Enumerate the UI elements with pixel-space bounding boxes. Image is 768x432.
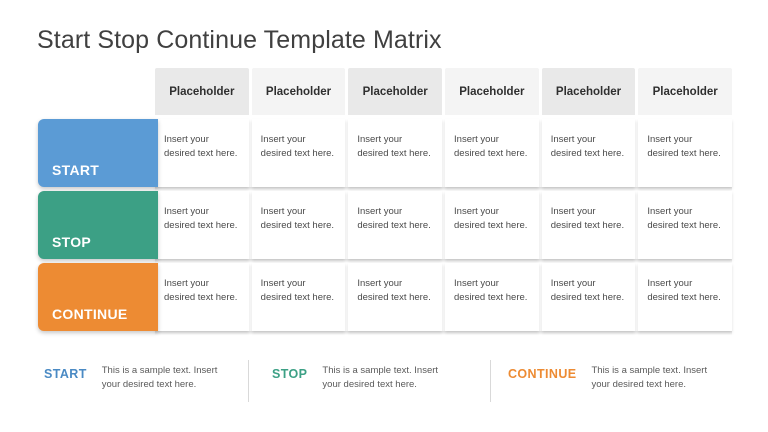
matrix-cell[interactable]: Insert your desired text here. [251, 191, 346, 259]
legend-key-continue: CONTINUE [508, 367, 577, 381]
legend-bar: START This is a sample text. Insert your… [0, 358, 768, 404]
row-divider-shadow [155, 259, 732, 263]
legend-item-stop: STOP This is a sample text. Insert your … [272, 364, 450, 393]
matrix-row: Insert your desired text here. Insert yo… [155, 191, 733, 259]
matrix-cell[interactable]: Insert your desired text here. [541, 119, 636, 187]
row-label-start[interactable]: START [38, 119, 158, 187]
matrix-cell[interactable]: Insert your desired text here. [445, 263, 539, 331]
legend-divider [490, 360, 491, 402]
matrix-cell[interactable]: Insert your desired text here. [251, 263, 346, 331]
matrix-cell-text: Insert your desired text here. [647, 134, 721, 159]
legend-item-continue: CONTINUE This is a sample text. Insert y… [508, 364, 719, 393]
matrix-cell[interactable]: Insert your desired text here. [541, 263, 636, 331]
column-header-2[interactable]: Placeholder [251, 68, 346, 115]
matrix-cell-text: Insert your desired text here. [357, 134, 431, 159]
row-label-continue[interactable]: CONTINUE [38, 263, 158, 331]
legend-text-start: This is a sample text. Insert your desir… [101, 365, 218, 391]
matrix-cell[interactable]: Insert your desired text here. [445, 191, 539, 259]
legend-text-stop: This is a sample text. Insert your desir… [322, 365, 439, 391]
matrix-cell-text: Insert your desired text here. [454, 134, 528, 159]
matrix-cell[interactable]: Insert your desired text here. [348, 263, 443, 331]
matrix-cell-text: Insert your desired text here. [164, 206, 238, 231]
matrix-cell-text: Insert your desired text here. [357, 278, 431, 303]
column-header-3[interactable]: Placeholder [348, 68, 443, 115]
matrix-row: Insert your desired text here. Insert yo… [155, 119, 733, 187]
matrix-header-row: Placeholder Placeholder Placeholder Plac… [155, 68, 733, 115]
matrix-cell[interactable]: Insert your desired text here. [638, 263, 733, 331]
matrix-cell[interactable]: Insert your desired text here. [348, 191, 443, 259]
row-label-text: START [52, 162, 100, 178]
matrix-cell-text: Insert your desired text here. [164, 278, 238, 303]
row-label-text: STOP [52, 234, 92, 250]
matrix-cell-text: Insert your desired text here. [454, 206, 528, 231]
row-label-stop[interactable]: STOP [38, 191, 158, 259]
matrix-cell-text: Insert your desired text here. [260, 206, 335, 231]
matrix-cell-text: Insert your desired text here. [647, 278, 721, 303]
legend-item-start: START This is a sample text. Insert your… [44, 364, 230, 393]
matrix-cell-text: Insert your desired text here. [260, 134, 335, 159]
column-header-6[interactable]: Placeholder [638, 68, 733, 115]
matrix-cell[interactable]: Insert your desired text here. [445, 119, 539, 187]
matrix-cell-text: Insert your desired text here. [647, 206, 721, 231]
matrix-row: Insert your desired text here. Insert yo… [155, 263, 733, 331]
page-title: Start Stop Continue Template Matrix [37, 26, 442, 54]
matrix-cell[interactable]: Insert your desired text here. [541, 191, 636, 259]
matrix-cell[interactable]: Insert your desired text here. [638, 119, 733, 187]
row-divider-shadow [155, 187, 732, 191]
matrix-cell-text: Insert your desired text here. [164, 134, 238, 159]
matrix-cell-text: Insert your desired text here. [550, 206, 625, 231]
matrix-cell-text: Insert your desired text here. [454, 278, 528, 303]
matrix-cell-text: Insert your desired text here. [357, 206, 431, 231]
column-header-4[interactable]: Placeholder [445, 68, 539, 115]
matrix-cell[interactable]: Insert your desired text here. [348, 119, 443, 187]
legend-key-start: START [44, 367, 87, 381]
matrix-cell[interactable]: Insert your desired text here. [155, 119, 249, 187]
legend-key-stop: STOP [272, 367, 308, 381]
matrix-cell-text: Insert your desired text here. [260, 278, 335, 303]
matrix-cell[interactable]: Insert your desired text here. [155, 191, 249, 259]
legend-text-continue: This is a sample text. Insert your desir… [591, 365, 708, 391]
matrix-cell[interactable]: Insert your desired text here. [638, 191, 733, 259]
matrix-grid: Placeholder Placeholder Placeholder Plac… [155, 68, 733, 336]
matrix-cell[interactable]: Insert your desired text here. [251, 119, 346, 187]
matrix-cell-text: Insert your desired text here. [550, 134, 625, 159]
matrix-cell-text: Insert your desired text here. [550, 278, 625, 303]
row-label-text: CONTINUE [52, 306, 128, 322]
column-header-1[interactable]: Placeholder [155, 68, 249, 115]
matrix-cell[interactable]: Insert your desired text here. [155, 263, 249, 331]
legend-divider [248, 360, 249, 402]
column-header-5[interactable]: Placeholder [541, 68, 636, 115]
row-divider-shadow [155, 331, 732, 335]
